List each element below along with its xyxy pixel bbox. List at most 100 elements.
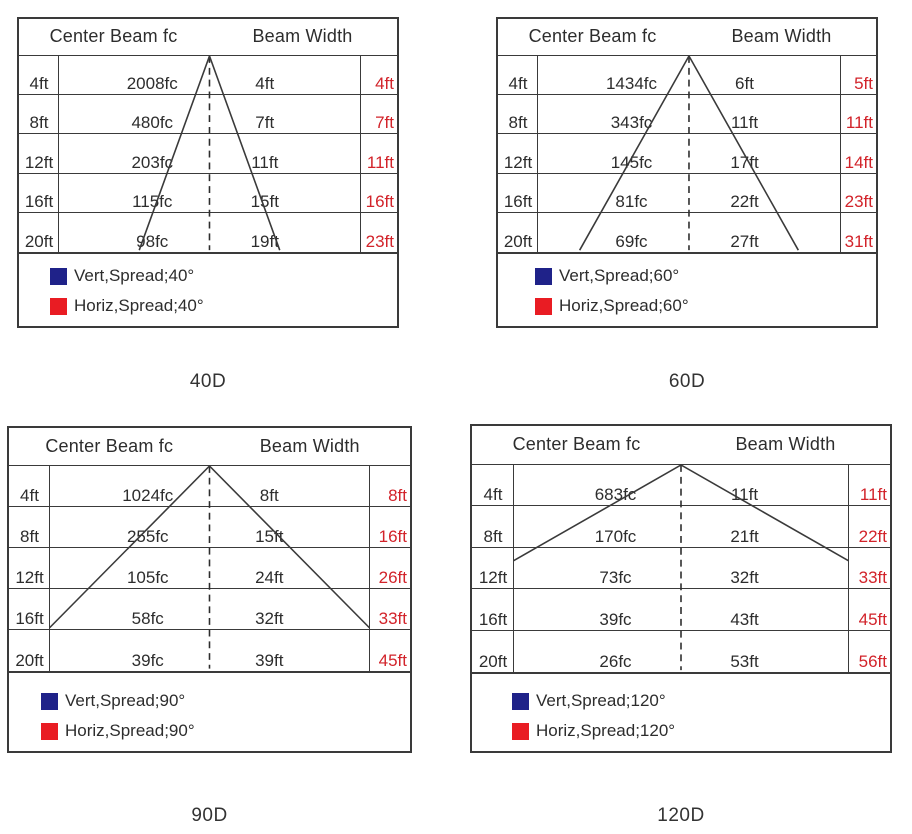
- vert-beam-width-value: 32ft: [681, 548, 848, 590]
- center-beam-value: 69fc: [615, 232, 648, 251]
- beam-chart-40d: Center Beam fc Beam Width 4ft 2008fc 4ft…: [17, 17, 399, 328]
- row-distance-label: 20ft: [478, 652, 508, 671]
- center-beam-value: 255fc: [50, 507, 210, 549]
- center-beam-value: 105fc: [50, 548, 210, 590]
- row-distance-label: 16ft: [472, 589, 514, 631]
- center-beam-value: 81fc: [538, 174, 689, 213]
- vert-beam-width-value: 43ft: [681, 589, 848, 631]
- legend-label-vert: Vert,Spread;90°: [65, 691, 186, 710]
- horiz-column-divider: [839, 55, 841, 252]
- horiz-beam-width-value: 26ft: [369, 548, 410, 590]
- legend-label-vert: Vert,Spread;60°: [559, 266, 680, 285]
- header-beam-width: Beam Width: [735, 434, 836, 455]
- center-beam-value: 98fc: [136, 232, 169, 251]
- center-beam-value: 115fc: [59, 174, 210, 213]
- vert-beam-width-value: 4ft: [209, 56, 360, 96]
- beam-table: 4ft 1024fc 8ft 8ft 8ft 255fc 15ft 16ft 1…: [9, 466, 410, 673]
- row-distance-label: 4ft: [472, 465, 514, 507]
- center-beam-value: 203fc: [59, 134, 210, 174]
- row-distance-label: 4ft: [9, 466, 50, 508]
- legend-item-vert: Vert,Spread;40°: [50, 266, 397, 286]
- legend-item-horiz: Horiz,Spread;60°: [535, 296, 876, 316]
- horiz-beam-width-value: 56ft: [858, 652, 887, 671]
- chart-legend: Vert,Spread;120° Horiz,Spread;120°: [472, 674, 890, 751]
- vert-beam-width-value: 11ft: [681, 465, 848, 507]
- center-beam-value: 39fc: [514, 589, 681, 631]
- vert-beam-width-value: 15ft: [209, 507, 369, 549]
- row-distance-label: 4ft: [19, 56, 59, 96]
- center-beam-value: 480fc: [59, 95, 210, 135]
- beam-table: 4ft 2008fc 4ft 4ft 8ft 480fc 7ft 7ft 12f…: [19, 55, 397, 254]
- header-center-beam-fc: Center Beam fc: [49, 26, 178, 47]
- horiz-column-divider: [359, 55, 361, 252]
- row-distance-label: 20ft: [24, 232, 54, 251]
- vert-beam-width-value: 7ft: [209, 95, 360, 135]
- chart-header: Center Beam fc Beam Width: [19, 19, 397, 56]
- horiz-beam-width-value: 7ft: [360, 95, 397, 135]
- label-column-divider: [537, 55, 539, 252]
- horiz-spread-swatch: [50, 297, 67, 315]
- chart-caption-40d: 40D: [189, 371, 227, 392]
- chart-legend: Vert,Spread;90° Horiz,Spread;90°: [9, 673, 410, 751]
- horiz-spread-swatch: [512, 722, 529, 740]
- header-center-beam-fc: Center Beam fc: [512, 434, 641, 455]
- center-beam-value: 58fc: [50, 589, 210, 631]
- legend-label-vert: Vert,Spread;40°: [74, 266, 195, 285]
- row-distance-label: 20ft: [503, 232, 533, 251]
- horiz-beam-width-value: 16ft: [360, 174, 397, 213]
- row-distance-label: 16ft: [9, 589, 50, 631]
- horiz-beam-width-value: 11ft: [360, 134, 397, 174]
- chart-legend: Vert,Spread;40° Horiz,Spread;40°: [19, 254, 397, 326]
- label-column-divider: [513, 464, 515, 672]
- legend-item-horiz: Horiz,Spread;90°: [41, 721, 410, 741]
- horiz-column-divider: [368, 466, 370, 671]
- vert-beam-width-value: 17ft: [689, 134, 840, 174]
- legend-label-horiz: Horiz,Spread;90°: [65, 721, 195, 740]
- vert-beam-width-value: 15ft: [209, 174, 360, 213]
- vert-beam-width-value: 21ft: [681, 506, 848, 548]
- row-distance-label: 16ft: [498, 174, 538, 213]
- beam-table: 4ft 683fc 11ft 11ft 8ft 170fc 21ft 22ft …: [472, 464, 890, 674]
- center-beam-value: 1024fc: [50, 466, 210, 508]
- horiz-beam-width-value: 14ft: [840, 134, 876, 174]
- beam-chart-120d: Center Beam fc Beam Width 4ft 683fc 11ft…: [470, 424, 892, 753]
- horiz-beam-width-value: 11ft: [848, 465, 890, 507]
- header-center-beam-fc: Center Beam fc: [45, 436, 174, 457]
- chart-caption-120d: 120D: [657, 805, 705, 826]
- chart-legend: Vert,Spread;60° Horiz,Spread;60°: [498, 254, 876, 326]
- legend-item-horiz: Horiz,Spread;120°: [512, 721, 890, 741]
- legend-label-horiz: Horiz,Spread;60°: [559, 296, 689, 315]
- legend-item-vert: Vert,Spread;60°: [535, 266, 876, 286]
- chart-header: Center Beam fc Beam Width: [9, 428, 410, 467]
- legend-label-vert: Vert,Spread;120°: [536, 691, 666, 710]
- vert-beam-width-value: 39ft: [255, 650, 284, 670]
- vert-spread-swatch: [535, 267, 552, 285]
- label-column-divider: [58, 55, 60, 252]
- vert-beam-width-value: 11ft: [209, 134, 360, 174]
- label-column-divider: [49, 466, 51, 671]
- vert-spread-swatch: [512, 692, 529, 710]
- chart-header: Center Beam fc Beam Width: [498, 19, 876, 56]
- center-beam-value: 343fc: [538, 95, 689, 135]
- center-beam-value: 2008fc: [59, 56, 210, 96]
- row-distance-label: 12ft: [472, 548, 514, 590]
- horiz-beam-width-value: 31ft: [844, 232, 873, 251]
- legend-label-horiz: Horiz,Spread;40°: [74, 296, 204, 315]
- header-beam-width: Beam Width: [252, 26, 353, 47]
- chart-caption-60d: 60D: [668, 371, 706, 392]
- vert-beam-width-value: 27ft: [730, 232, 759, 251]
- header-center-beam-fc: Center Beam fc: [528, 26, 657, 47]
- row-distance-label: 16ft: [19, 174, 59, 213]
- header-beam-width: Beam Width: [731, 26, 832, 47]
- horiz-beam-width-value: 23ft: [840, 174, 876, 213]
- center-beam-value: 73fc: [514, 548, 681, 590]
- vert-spread-swatch: [41, 692, 58, 710]
- legend-label-horiz: Horiz,Spread;120°: [536, 721, 676, 740]
- chart-caption-90d: 90D: [191, 805, 228, 826]
- row-distance-label: 8ft: [498, 95, 538, 135]
- center-beam-value: 683fc: [514, 465, 681, 507]
- beam-table: 4ft 1434fc 6ft 5ft 8ft 343fc 11ft 11ft 1…: [498, 55, 876, 254]
- horiz-beam-width-value: 16ft: [369, 507, 410, 549]
- vert-spread-swatch: [50, 267, 67, 285]
- beam-chart-60d: Center Beam fc Beam Width 4ft 1434fc 6ft…: [496, 17, 878, 328]
